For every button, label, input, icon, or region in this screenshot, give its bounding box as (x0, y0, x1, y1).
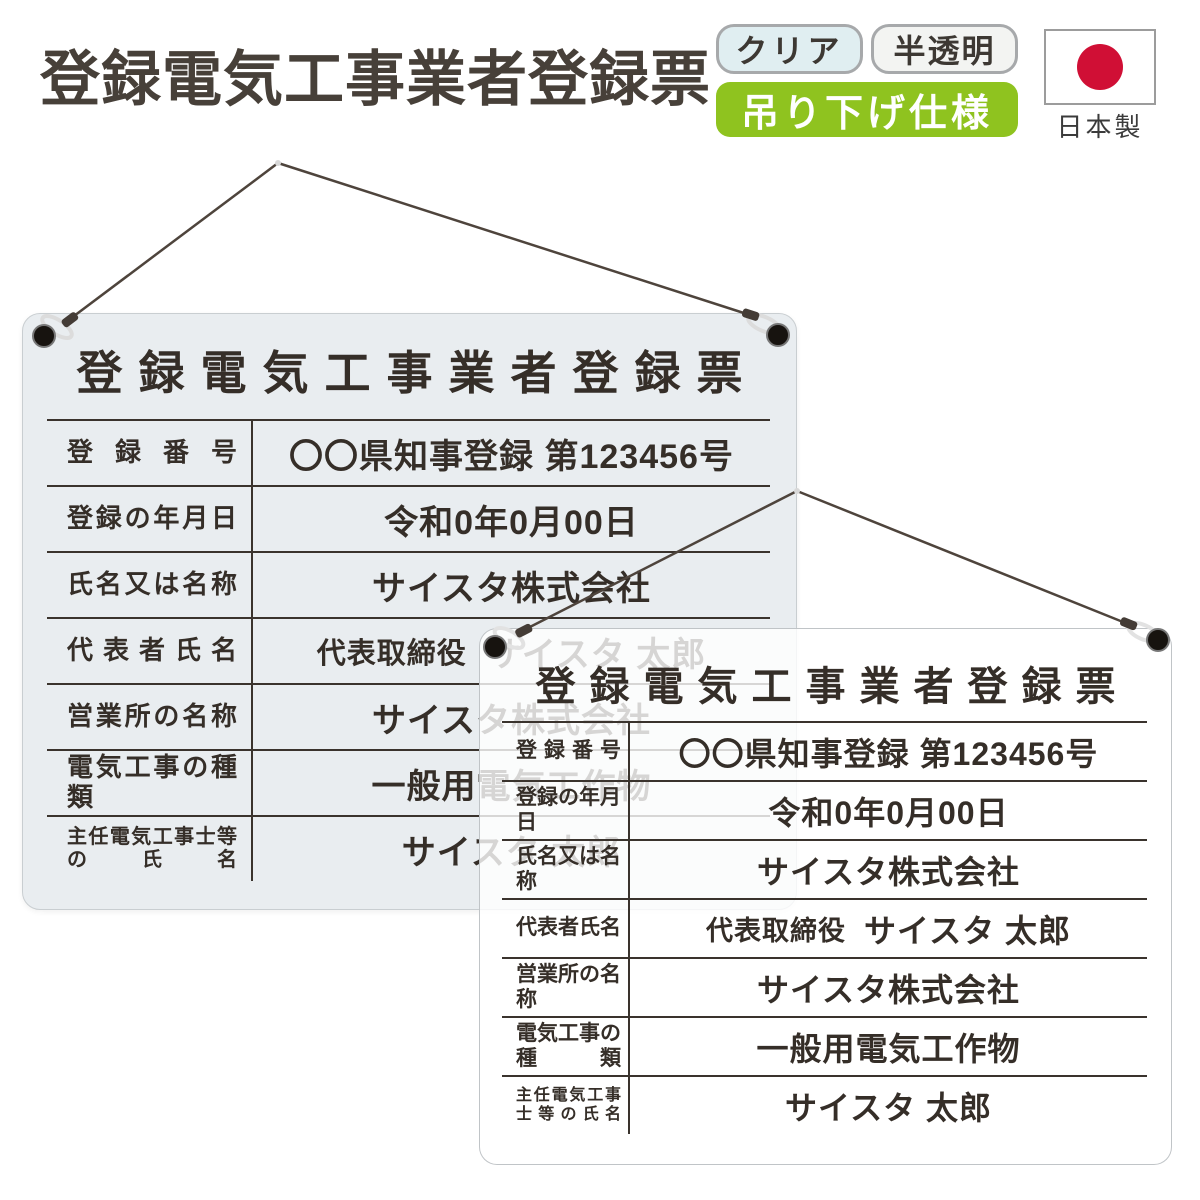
row-label: 登録の年月日 (67, 503, 237, 534)
table-row: 主任電気工事士等の氏名 サイスタ 太郎 (502, 1077, 1147, 1134)
row-label: 主任電気工事士等の氏名 (67, 826, 237, 871)
table-row: 営業所の名称 サイスタ株式会社 (502, 959, 1147, 1018)
made-in-japan-label: 日本製 (1056, 113, 1144, 142)
row-value: 〇〇県知事登録 第123456号 (289, 437, 734, 476)
badge-clear-label: クリア (735, 33, 844, 69)
row-value: サイスタ株式会社 (756, 853, 1021, 890)
badge-hanging-spec: 吊り下げ仕様 (716, 82, 1018, 137)
string-apex-back (275, 160, 281, 166)
row-value: 令和0年0月00日 (384, 503, 639, 542)
row-label: 登録番号 (67, 437, 237, 468)
row-label: 氏名又は名称 (516, 845, 621, 893)
badge-translucent-label: 半透明 (893, 33, 996, 69)
row-value-main: サイスタ 太郎 (864, 912, 1071, 949)
table-row: 代表者氏名 代表取締役 サイスタ 太郎 (502, 900, 1147, 959)
table-row: 氏名又は名称 サイスタ株式会社 (502, 841, 1147, 900)
badge-translucent: 半透明 (871, 24, 1018, 74)
table-row: 登録番号 〇〇県知事登録 第123456号 (47, 421, 770, 487)
row-label: 代表者氏名 (516, 916, 621, 940)
row-value: サイスタ株式会社 (372, 569, 651, 608)
row-label: 電気工事の種類 (67, 752, 237, 812)
row-value: サイスタ株式会社 (756, 971, 1021, 1008)
table-row: 電気工事の種類 一般用電気工作物 (502, 1018, 1147, 1077)
japan-flag-icon (1044, 29, 1156, 105)
hanging-string-back (69, 161, 751, 320)
row-value-prefix: 代表取締役 (706, 916, 847, 946)
sign-table: 登録番号 〇〇県知事登録 第123456号 登録の年月日 令和0年0月00日 氏… (502, 721, 1147, 1134)
table-row: 登録の年月日 令和0年0月00日 (502, 782, 1147, 841)
row-value: 令和0年0月00日 (768, 794, 1009, 831)
row-label: 代表者氏名 (67, 635, 237, 666)
row-label: 登録の年月日 (516, 786, 621, 834)
row-label: 主任電気工事士等の氏名 (516, 1087, 621, 1123)
sign-board-front: 登録電気工事業者登録票 登録番号 〇〇県知事登録 第123456号 登録の年月日… (479, 628, 1172, 1165)
table-row: 氏名又は名称 サイスタ株式会社 (47, 553, 770, 619)
table-row: 登録の年月日 令和0年0月00日 (47, 487, 770, 553)
row-value: 一般用電気工作物 (756, 1030, 1021, 1067)
badge-clear: クリア (716, 24, 863, 74)
row-label: 営業所の名称 (516, 963, 621, 1011)
badge-hanging-spec-label: 吊り下げ仕様 (740, 93, 993, 135)
row-label: 営業所の名称 (67, 701, 237, 732)
row-value: 代表取締役 サイスタ 太郎 (630, 906, 1147, 952)
table-row: 登録番号 〇〇県知事登録 第123456号 (502, 723, 1147, 782)
row-value: 〇〇県知事登録 第123456号 (678, 735, 1099, 772)
row-value: サイスタ 太郎 (785, 1089, 992, 1126)
japan-flag-sun-icon (1077, 44, 1123, 90)
row-label: 電気工事の種類 (516, 1022, 621, 1070)
sign-title: 登録電気工事業者登録票 (76, 347, 759, 399)
row-value-prefix: 代表取締役 (316, 638, 467, 670)
row-label: 氏名又は名称 (67, 569, 237, 600)
page-title: 登録電気工事業者登録票 (40, 47, 711, 113)
row-label: 登録番号 (516, 739, 621, 763)
sign-title: 登録電気工事業者登録票 (535, 665, 1130, 709)
